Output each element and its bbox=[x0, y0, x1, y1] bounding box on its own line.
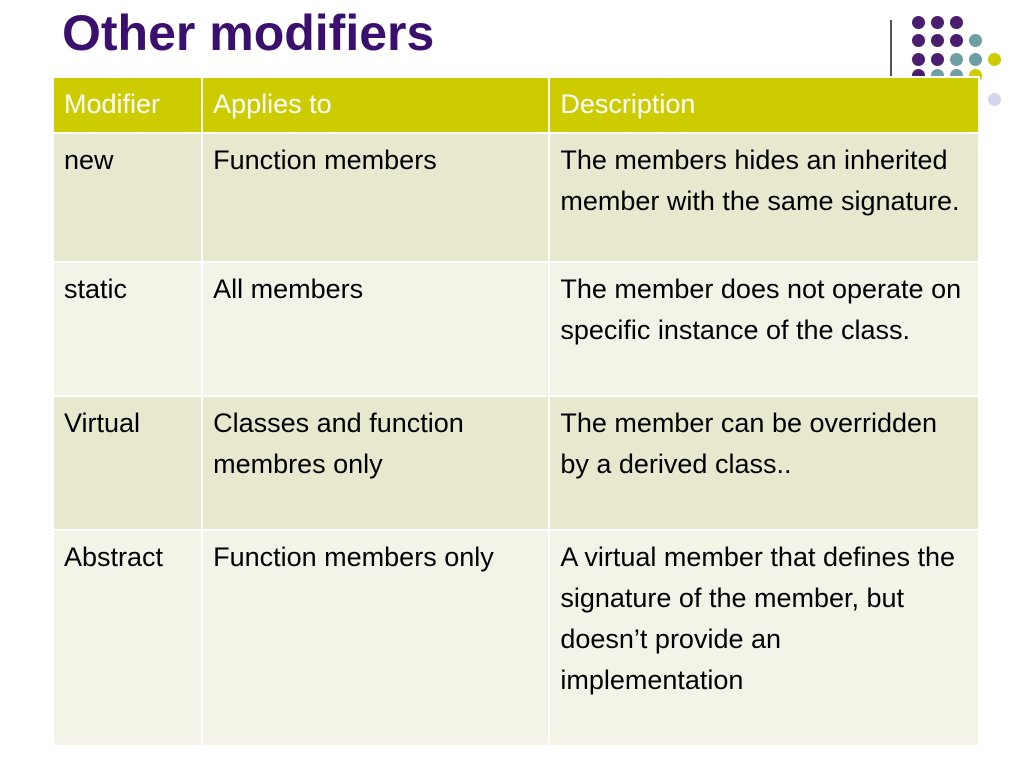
table-row: Abstract Function members only A virtual… bbox=[51, 529, 980, 747]
cell-modifier: Abstract bbox=[51, 529, 204, 747]
decorative-dot bbox=[931, 34, 944, 47]
cell-description: The member does not operate on specific … bbox=[548, 261, 980, 397]
modifiers-table: Modifier Applies to Description new Func… bbox=[51, 76, 980, 747]
header-applies-to: Applies to bbox=[201, 76, 551, 134]
cell-modifier: new bbox=[51, 132, 204, 263]
slide-title: Other modifiers bbox=[62, 5, 435, 61]
decorative-dot bbox=[912, 34, 925, 47]
decorative-dot bbox=[950, 16, 963, 29]
table-row: new Function members The members hides a… bbox=[51, 132, 980, 263]
decorative-dot bbox=[931, 53, 944, 66]
table-row: Virtual Classes and function membres onl… bbox=[51, 395, 980, 531]
cell-applies-to: Classes and function membres only bbox=[201, 395, 551, 531]
cell-applies-to: Function members only bbox=[201, 529, 551, 747]
cell-applies-to: Function members bbox=[201, 132, 551, 263]
cell-modifier: Virtual bbox=[51, 395, 204, 531]
cell-description: The member can be overridden by a derive… bbox=[548, 395, 980, 531]
cell-description: A virtual member that defines the signat… bbox=[548, 529, 980, 747]
decorative-dot bbox=[912, 16, 925, 29]
decorative-dot bbox=[988, 53, 1001, 66]
decorative-dot bbox=[950, 53, 963, 66]
header-modifier: Modifier bbox=[51, 76, 204, 134]
header-description: Description bbox=[548, 76, 980, 134]
table-row: static All members The member does not o… bbox=[51, 261, 980, 397]
table-header-row: Modifier Applies to Description bbox=[51, 76, 980, 134]
decorative-dot bbox=[969, 53, 982, 66]
decorative-dot bbox=[969, 34, 982, 47]
cell-applies-to: All members bbox=[201, 261, 551, 397]
decorative-dot bbox=[912, 53, 925, 66]
decorative-dot bbox=[950, 34, 963, 47]
cell-modifier: static bbox=[51, 261, 204, 397]
title-divider bbox=[890, 20, 892, 76]
cell-description: The members hides an inherited member wi… bbox=[548, 132, 980, 263]
decorative-dot bbox=[931, 16, 944, 29]
decorative-dot bbox=[988, 93, 1001, 106]
